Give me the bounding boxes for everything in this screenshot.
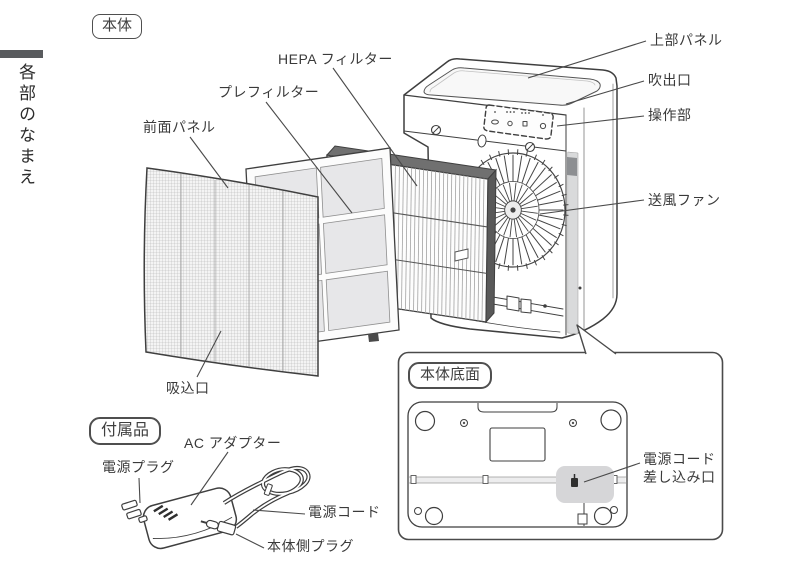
ac-adapter-drawing — [121, 487, 238, 550]
label-ac-adapter: AC アダプター — [184, 435, 282, 451]
front-panel-drawing — [143, 167, 319, 377]
bottom-view-tag: 本体底面 — [408, 362, 493, 389]
control-button-icons — [491, 119, 547, 130]
section-marker-bar — [0, 50, 43, 58]
label-blower-fan: 送風ファン — [648, 192, 721, 208]
accessories-tag: 付属品 — [89, 417, 162, 445]
main-unit-tag: 本体 — [92, 14, 143, 39]
label-pre-filter: プレフィルター — [218, 84, 320, 100]
label-top-panel: 上部パネル — [650, 32, 723, 48]
control-indicator-dots-icon — [494, 111, 544, 116]
dc-plug-drawing — [200, 519, 237, 536]
label-power-plug: 電源プラグ — [102, 459, 175, 475]
label-hepa-filter: HEPA フィルター — [278, 51, 393, 67]
label-unit-side-plug: 本体側プラグ — [267, 538, 354, 554]
bottom-view-drawing — [407, 401, 628, 528]
foot-pads-icon — [414, 409, 622, 526]
label-air-outlet: 吹出口 — [648, 72, 692, 88]
plug-prongs-icon — [121, 499, 148, 523]
label-control-panel: 操作部 — [648, 107, 692, 123]
label-air-intake: 吸込口 — [166, 380, 210, 396]
page-section-title: 各部のなまえ — [16, 63, 35, 189]
power-cord-drawing — [222, 465, 311, 529]
label-front-panel: 前面パネル — [143, 119, 216, 135]
socket-plug-icon — [571, 478, 578, 487]
power-cord-socket-area — [556, 466, 614, 503]
callout-lines — [138, 40, 647, 549]
control-panel-area — [483, 104, 554, 140]
label-power-cord: 電源コード — [308, 504, 381, 520]
label-power-cord-socket: 電源コード 差し込み口 — [643, 451, 716, 485]
